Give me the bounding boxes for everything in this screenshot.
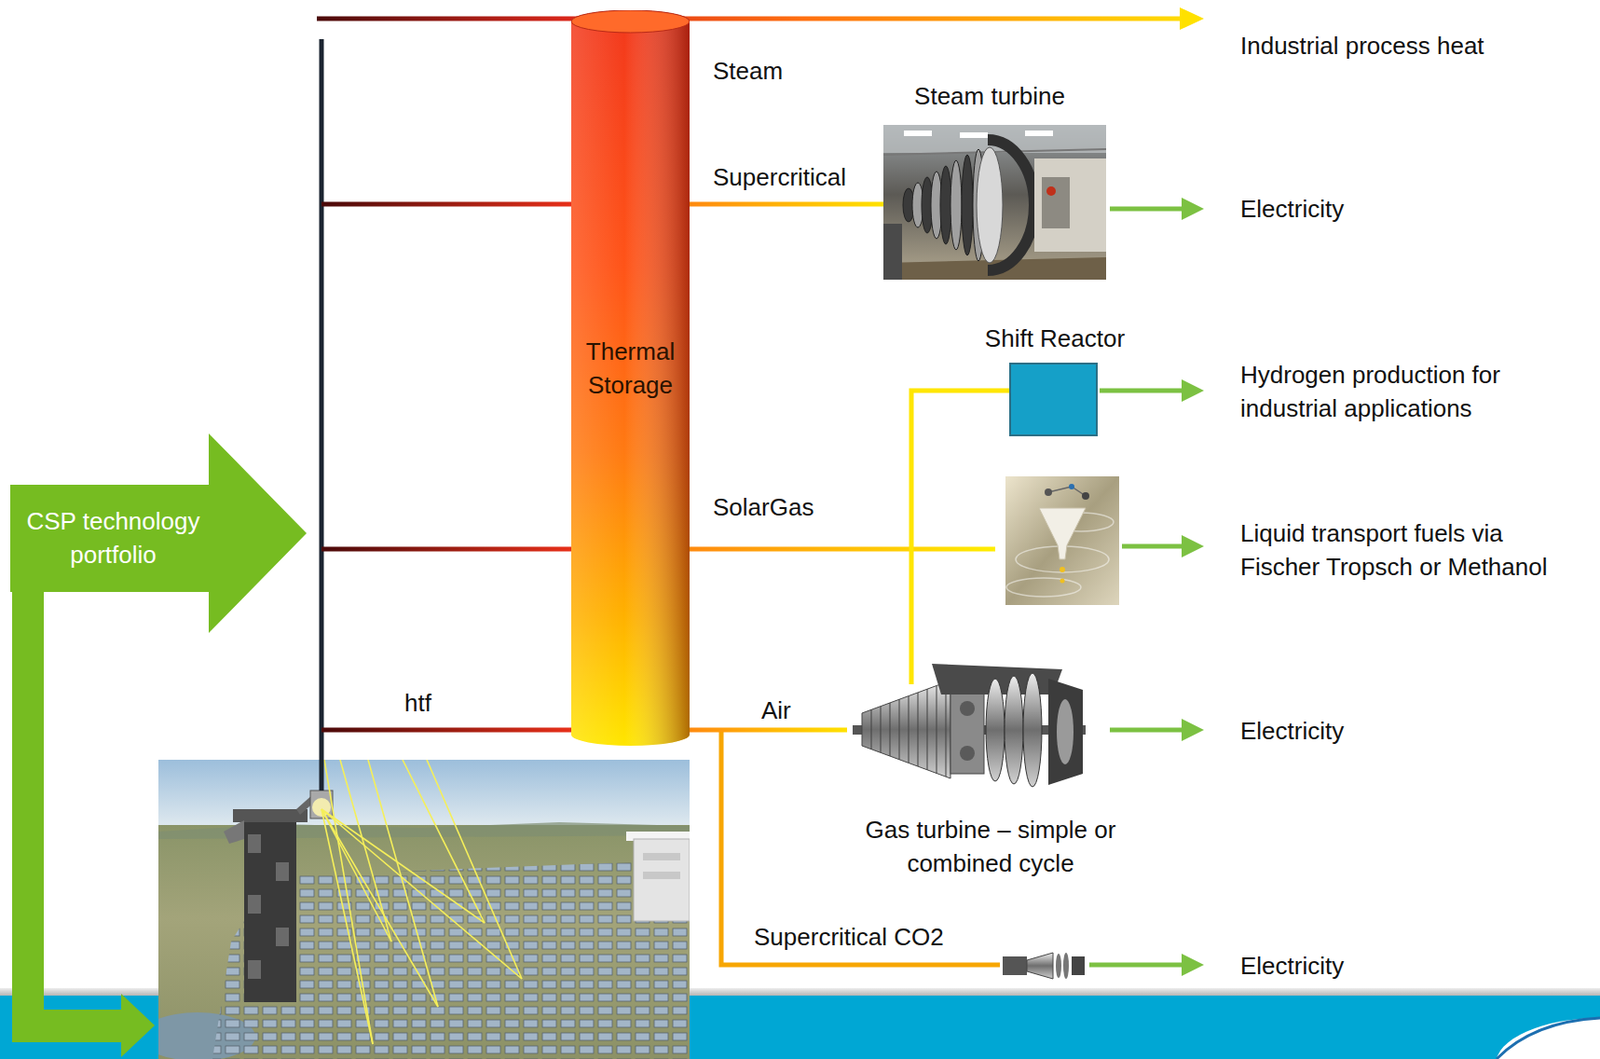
stream-label: Steam — [712, 54, 783, 88]
stream-label: SolarGas — [712, 490, 814, 524]
stream-label: Supercritical — [712, 160, 847, 194]
output-label: Electricity — [1240, 191, 1567, 226]
htf-riser — [319, 39, 325, 791]
stream-label: Supercritical CO2 — [753, 919, 944, 954]
thermal-storage-cylinder: Thermal Storage — [571, 10, 690, 746]
stream-connector — [689, 729, 848, 731]
sco2-turbine-picture — [1002, 952, 1085, 979]
reactor-heading: Shift Reactor — [961, 321, 1149, 356]
arrow-label: CSP technology portfolio — [17, 504, 209, 573]
shift-reactor-box: Shift Reactor — [1009, 362, 1098, 437]
solargas-line — [689, 547, 996, 552]
output-label: Industrial process heat — [1240, 28, 1567, 63]
csp-feed-arrow — [12, 587, 155, 1057]
storage-label: Thermal Storage — [571, 334, 690, 403]
stream-label: htf — [404, 685, 432, 720]
output-label: Liquid transport fuels via Fischer Trops… — [1240, 516, 1567, 585]
solar-tower-illustration — [158, 759, 690, 1059]
output-label: Electricity — [1240, 948, 1567, 983]
portfolio-arrow: CSP technology portfolio — [10, 433, 307, 633]
gas-turbine-node: Gas turbine – simple or combined cycle — [847, 663, 1090, 796]
steam-turbine-node: Steam turbine — [883, 124, 1107, 280]
steam-turbine-picture — [883, 124, 1107, 280]
output-label: Hydrogen production for industrial appli… — [1240, 357, 1567, 426]
process-heat-line — [316, 7, 1204, 30]
gas-turbine-picture — [852, 663, 1086, 787]
hydrogen-line — [911, 390, 1010, 684]
turbine-caption: Gas turbine – simple or combined cycle — [850, 812, 1131, 881]
turbine-heading: Steam turbine — [877, 79, 1102, 113]
htf-lines — [321, 204, 572, 730]
stream-label: Air — [761, 693, 792, 727]
stream-connector — [689, 204, 884, 206]
output-label: Electricity — [1240, 713, 1567, 748]
fischer-tropsch-picture — [1005, 476, 1120, 605]
